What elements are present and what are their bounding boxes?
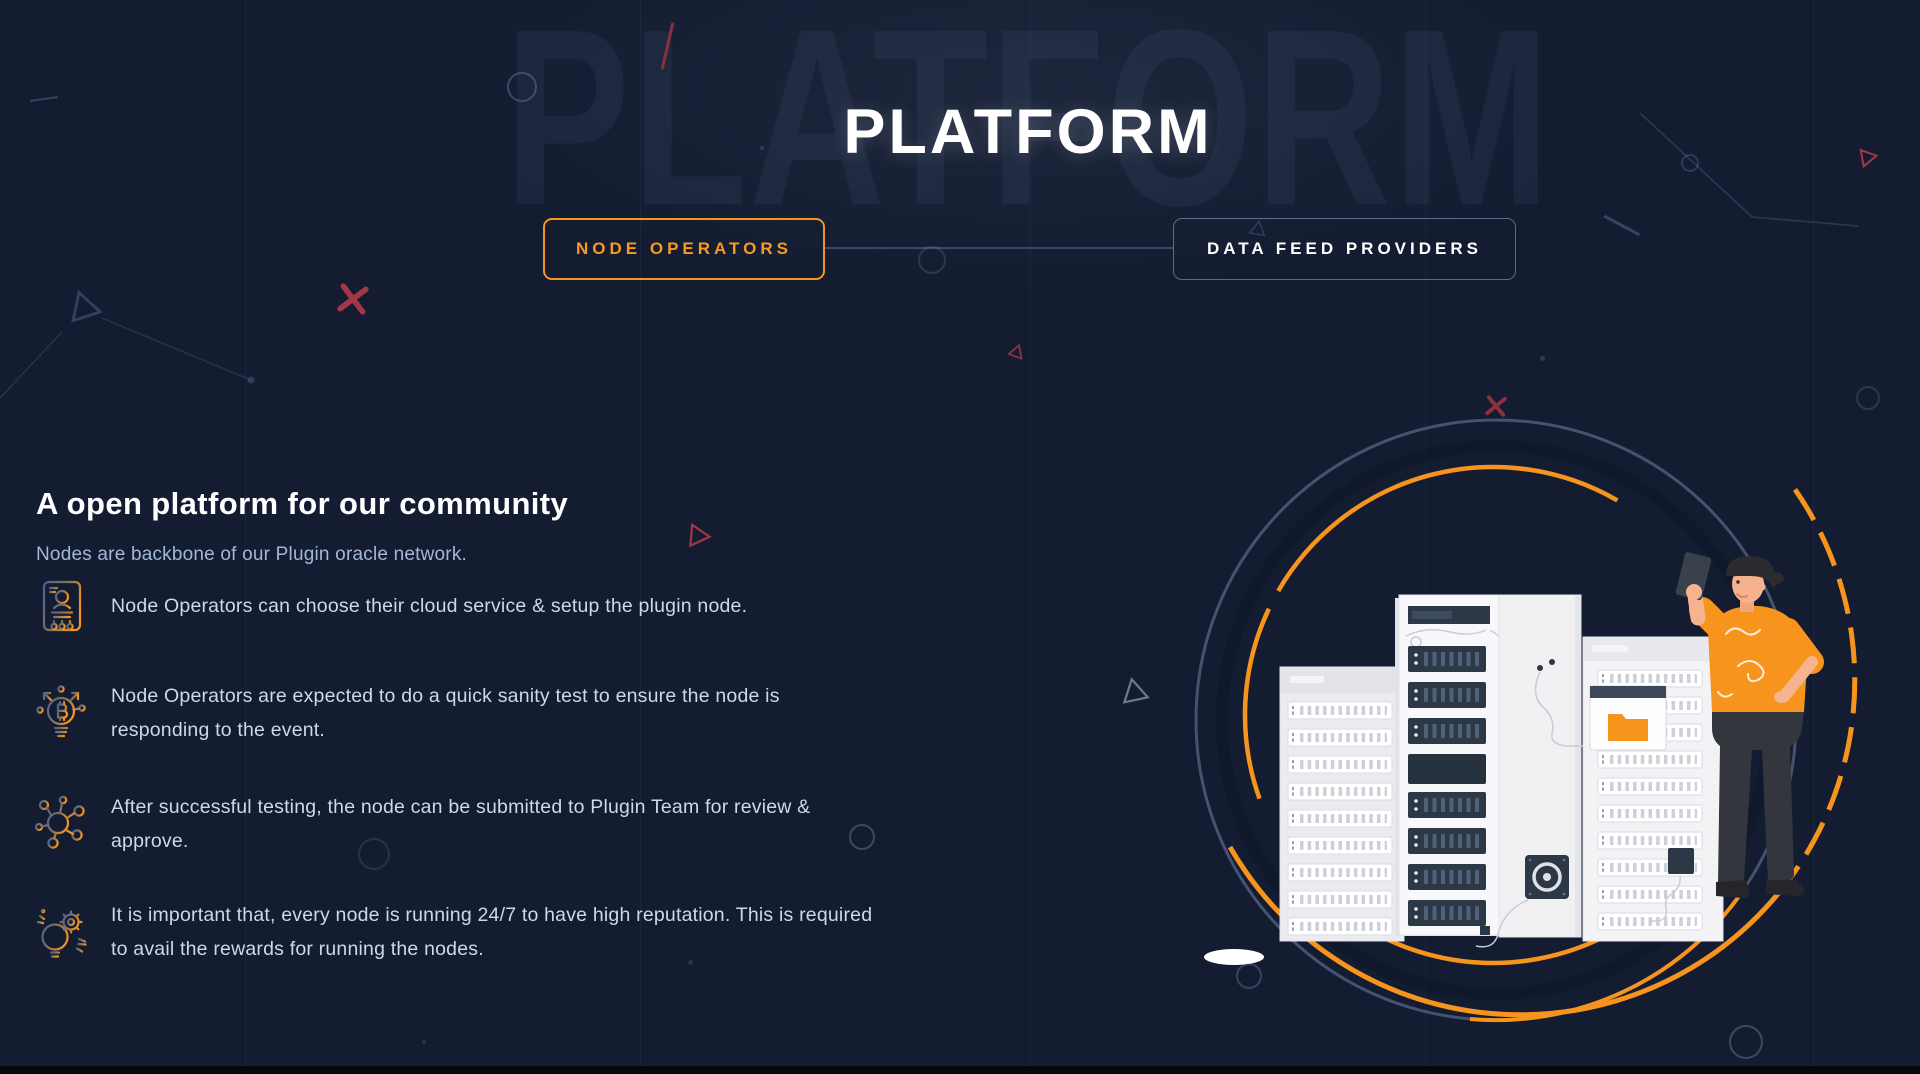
tab-node-operators-label: NODE OPERATORS	[576, 239, 792, 258]
feature-text: After successful testing, the node can b…	[111, 796, 811, 852]
platform-illustration	[1194, 418, 1858, 1023]
grid-line	[1030, 0, 1031, 1074]
slate-dash	[29, 96, 59, 102]
bulb-network-icon	[36, 685, 86, 738]
section-heading: A open platform for our community	[36, 485, 569, 521]
folder-window	[1589, 685, 1667, 751]
red-triangle-outline-icon	[689, 522, 712, 548]
feature-text: It is important that, every node is runn…	[111, 904, 873, 960]
red-triangle-outline-icon	[1859, 148, 1879, 169]
tab-node-operators[interactable]: NODE OPERATORS	[543, 218, 825, 280]
tab-connector-line	[825, 247, 1173, 249]
grid-line	[1425, 0, 1426, 1074]
triangle-outline-icon	[71, 289, 103, 323]
feature-item: Node Operators can choose their cloud se…	[33, 575, 873, 637]
tab-data-feed-providers[interactable]: DATA FEED PROVIDERS	[1173, 218, 1516, 280]
phone	[1675, 552, 1712, 601]
page-title: PLATFORM	[843, 97, 1213, 168]
feature-item: Node Operators are expected to do a quic…	[33, 679, 873, 747]
bottom-edge-bar	[0, 1066, 1920, 1074]
bulb-gear-icon	[36, 908, 87, 958]
constellation-right	[1639, 112, 1859, 227]
tab-data-feed-providers-label: DATA FEED PROVIDERS	[1207, 239, 1482, 258]
engineer-figure	[1675, 552, 1824, 898]
feature-text: Node Operators are expected to do a quic…	[111, 685, 780, 741]
feature-item: It is important that, every node is runn…	[33, 898, 873, 966]
feature-item: After successful testing, the node can b…	[33, 790, 873, 858]
id-card-icon	[42, 580, 82, 632]
right-server-rack	[1582, 636, 1724, 942]
grid-line	[640, 0, 641, 1074]
network-nodes-icon	[34, 795, 85, 849]
ghost-title: PLATFORM	[504, 0, 1552, 259]
header-glow	[430, 0, 1630, 300]
grid-line	[245, 0, 246, 1074]
left-server-rack	[1279, 666, 1405, 942]
constellation-left	[0, 317, 255, 399]
grid-line	[1813, 0, 1814, 1074]
power-box	[1668, 848, 1694, 874]
shadow-ellipse	[1204, 949, 1264, 965]
dot	[422, 1040, 426, 1044]
fan-unit	[1525, 855, 1569, 899]
red-triangle-outline-icon	[1007, 343, 1023, 360]
feature-text: Node Operators can choose their cloud se…	[111, 595, 748, 617]
tall-server-rack	[1395, 594, 1512, 936]
red-cross-icon	[337, 283, 369, 315]
section-intro: Nodes are backbone of our Plugin oracle …	[36, 544, 468, 565]
door-panel	[1475, 594, 1588, 948]
